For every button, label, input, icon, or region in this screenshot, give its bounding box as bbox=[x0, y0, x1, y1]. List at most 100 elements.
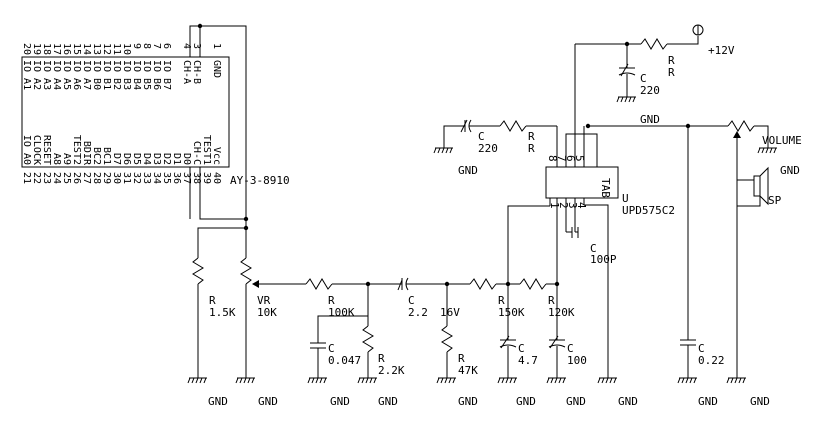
speaker-icon bbox=[753, 175, 761, 197]
ay-bottom-pin-name: D2 bbox=[161, 153, 172, 165]
c47-value: 4.7 bbox=[518, 354, 538, 367]
ay-top-pin-number: 14 bbox=[81, 43, 92, 55]
r100k-value: 100K bbox=[328, 306, 355, 319]
chip2-pin-1: 1 bbox=[548, 202, 561, 209]
chip2-pin-7: 7 bbox=[555, 155, 568, 162]
capacitor-2-2uf: C 2.2 16V bbox=[397, 277, 470, 319]
ground-label: GND bbox=[458, 395, 478, 408]
ay-top-pin-name: IO A2 bbox=[31, 60, 42, 90]
ground-label: GND bbox=[378, 395, 398, 408]
r120k-value: 120K bbox=[548, 306, 575, 319]
ay-top-pin-number: 7 bbox=[151, 43, 162, 49]
ay-bottom-pin-name: TEST2 bbox=[71, 135, 82, 165]
potentiometer-vr-10k: VR 10K bbox=[240, 228, 300, 378]
c-top-value: 220 bbox=[640, 84, 660, 97]
upd575c2-wiring: C 100P bbox=[549, 44, 617, 378]
ground-icon bbox=[497, 377, 517, 384]
r22k-value: 2.2K bbox=[378, 364, 405, 377]
ay-bottom-pin-name: IO A0 bbox=[21, 135, 32, 165]
r100k-ref: R bbox=[328, 294, 335, 307]
ay-top-pin-number: 4 bbox=[181, 43, 192, 49]
ground-label: GND bbox=[516, 395, 536, 408]
ay-bottom-pin-number: 40 bbox=[211, 172, 222, 184]
ay-bottom-pin-name: D7 bbox=[111, 153, 122, 165]
c100-ref: C bbox=[567, 342, 574, 355]
ay-top-pin-number: 20 bbox=[21, 43, 32, 55]
chip2-pin-2: 2 bbox=[557, 202, 570, 209]
ay-bottom-pin-name: CH-C bbox=[191, 141, 202, 165]
ay-bottom-pin-number: 29 bbox=[101, 172, 112, 184]
r120k-ref: R bbox=[548, 294, 555, 307]
ground-label: GND bbox=[258, 395, 278, 408]
ay-bottom-pin-name: D0 bbox=[181, 153, 192, 165]
ay-top-pin-name: IO A7 bbox=[81, 60, 92, 90]
ay-bottom-pin-number: 39 bbox=[201, 172, 212, 184]
supply-12v: +12V R R bbox=[575, 24, 735, 79]
capacitor-100: C 100 bbox=[548, 214, 587, 378]
c47-ref: C bbox=[518, 342, 525, 355]
ay-bottom-pin-name: D3 bbox=[151, 153, 162, 165]
ay-bottom-pin-name: A9 bbox=[61, 153, 72, 165]
ay-bottom-pin-number: 30 bbox=[111, 172, 122, 184]
ay-top-pin-name: GND bbox=[211, 60, 222, 78]
ay-top-pin-name: IO B1 bbox=[101, 60, 112, 90]
capacitor-220-top: C 220 bbox=[618, 44, 660, 97]
ay-bottom-pin-number: 33 bbox=[141, 172, 152, 184]
c100p-ref: C bbox=[590, 242, 597, 255]
ay-top-pin-name: IO A3 bbox=[41, 60, 52, 90]
ay-top-pin-number: 12 bbox=[101, 43, 112, 55]
c047-ref: C bbox=[328, 342, 335, 355]
ay-bottom-pin-number: 25 bbox=[61, 172, 72, 184]
ay-top-pin-name: IO A4 bbox=[51, 60, 62, 90]
ay-bottom-pin-name: A8 bbox=[51, 153, 62, 165]
ay-bottom-pin-number: 37 bbox=[181, 172, 192, 184]
ay-top-pin-number: 3 bbox=[191, 43, 202, 49]
ay-top-pin-name: IO B3 bbox=[121, 60, 132, 90]
upd575c2-chip: TAB 8 7 6 5 1 2 3 4 U UPD575C2 bbox=[545, 155, 675, 217]
ground-icon bbox=[357, 377, 377, 384]
ay-bottom-pin-name: RESET bbox=[41, 135, 52, 165]
ay-chip-part-label: AY-3-8910 bbox=[230, 174, 290, 187]
resistor-120k: R 120K bbox=[519, 278, 575, 319]
ay-bottom-pin-number: 26 bbox=[71, 172, 82, 184]
ay-top-pin-name: IO B2 bbox=[111, 60, 122, 90]
ay-top-pin-name: IO B0 bbox=[91, 60, 102, 90]
r150k-value: 150K bbox=[498, 306, 525, 319]
ay-top-pin-number: 15 bbox=[71, 43, 82, 55]
ground-label: GND bbox=[750, 395, 770, 408]
ground-icon bbox=[677, 377, 697, 384]
ay-top-pin-name: CH-B bbox=[191, 60, 202, 84]
ay-top-pin-number: 6 bbox=[161, 43, 172, 49]
input-network-left: C 220 R R bbox=[443, 119, 557, 155]
speaker-label: SP bbox=[768, 194, 782, 207]
r47k-ref: R bbox=[458, 352, 465, 365]
r1-ref: R bbox=[209, 294, 216, 307]
chip2-tab-label: TAB bbox=[599, 178, 612, 198]
ay-bottom-pin-number: 32 bbox=[131, 172, 142, 184]
ay-top-pin-number: 11 bbox=[111, 43, 122, 55]
r47k-value: 47K bbox=[458, 364, 478, 377]
c2-ref: C bbox=[408, 294, 415, 307]
ay-top-pin-number: 16 bbox=[61, 43, 72, 55]
ay-bottom-pin-number: 23 bbox=[41, 172, 52, 184]
ground-icon bbox=[726, 377, 746, 384]
resistor-1-5k: R 1.5K bbox=[192, 227, 246, 378]
c2-voltage: 16V bbox=[440, 306, 460, 319]
c100p-value: 100P bbox=[590, 253, 617, 266]
ay-bottom-pin-name: D6 bbox=[121, 153, 132, 165]
ay-bottom-pin-number: 21 bbox=[21, 172, 32, 184]
chip2-pin-5: 5 bbox=[573, 155, 586, 162]
ground-label: GND bbox=[330, 395, 350, 408]
chip2-pin-8: 8 bbox=[546, 155, 559, 162]
r1-value: 1.5K bbox=[209, 306, 236, 319]
ay-top-pin-name: IO A5 bbox=[61, 60, 72, 90]
c-top-ref: C bbox=[640, 72, 647, 85]
ay-top-pin-number: 17 bbox=[51, 43, 62, 55]
ground-icon bbox=[307, 377, 327, 384]
resistor-47k: R 47K bbox=[441, 284, 478, 378]
ay-bottom-pin-number: 31 bbox=[121, 172, 132, 184]
ground-icon bbox=[757, 147, 777, 154]
ground-icon bbox=[546, 377, 566, 384]
ay-top-pin-name: IO B6 bbox=[151, 60, 162, 90]
power-label: +12V bbox=[708, 44, 735, 57]
